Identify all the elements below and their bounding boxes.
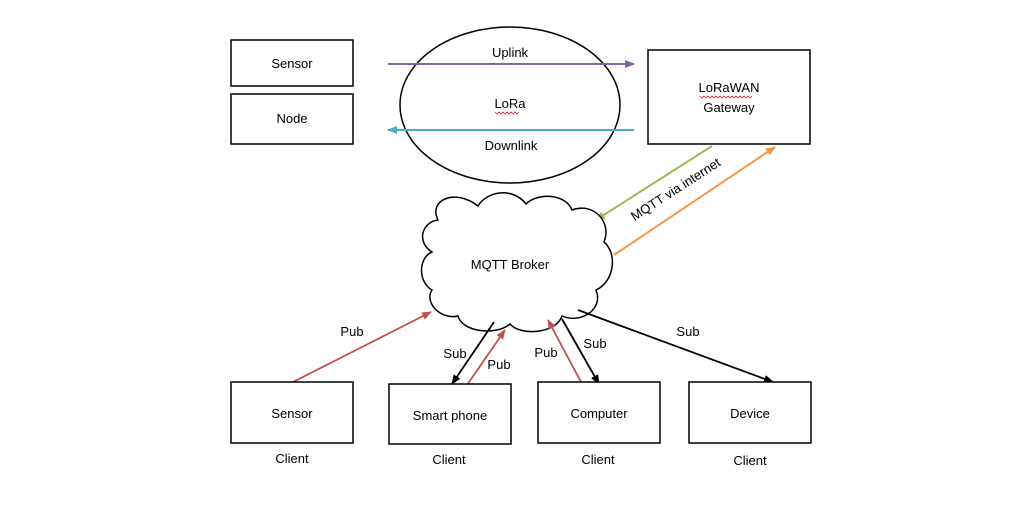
sensor-pub-arrow bbox=[292, 311, 432, 383]
gateway-label-line2: Gateway bbox=[703, 100, 755, 115]
gateway-box: LoRaWAN Gateway bbox=[647, 49, 811, 145]
gateway-label-line1: LoRaWAN bbox=[699, 80, 760, 95]
device-sub-label: Sub bbox=[676, 324, 699, 339]
phone-sub-label: Sub bbox=[443, 346, 466, 361]
lora-spellcheck-underline bbox=[494, 111, 520, 115]
client-sensor: Sensor Client bbox=[230, 381, 354, 466]
node-box: Node bbox=[230, 93, 354, 145]
client-computer-role: Client bbox=[581, 452, 615, 467]
mqtt-broker-label: MQTT Broker bbox=[471, 257, 550, 272]
broker-to-gateway-arrow bbox=[613, 146, 776, 256]
client-device-label: Device bbox=[730, 406, 770, 421]
sensor-pub-label: Pub bbox=[340, 324, 363, 339]
client-device-role: Client bbox=[733, 453, 767, 468]
gateway-to-broker-arrow bbox=[595, 145, 713, 221]
lora-label: LoRa bbox=[494, 96, 526, 111]
computer-pub-label: Pub bbox=[534, 345, 557, 360]
mqtt-broker-cloud: MQTT Broker bbox=[420, 192, 614, 333]
phone-sub-arrow bbox=[451, 321, 495, 385]
client-device: Device Client bbox=[688, 381, 812, 468]
client-computer-label: Computer bbox=[570, 406, 628, 421]
client-computer: Computer Client bbox=[537, 381, 661, 467]
client-smart-phone-label: Smart phone bbox=[413, 408, 487, 423]
client-smart-phone: Smart phone Client bbox=[388, 383, 512, 467]
sensor-top-label: Sensor bbox=[271, 56, 313, 71]
computer-sub-arrow bbox=[561, 318, 600, 385]
computer-pub-arrow bbox=[547, 319, 582, 383]
phone-pub-label: Pub bbox=[487, 357, 510, 372]
uplink-label: Uplink bbox=[492, 45, 529, 60]
computer-sub-label: Sub bbox=[583, 336, 606, 351]
device-sub-arrow bbox=[577, 309, 774, 383]
downlink-label: Downlink bbox=[485, 138, 538, 153]
client-sensor-label: Sensor bbox=[271, 406, 313, 421]
sensor-top-box: Sensor bbox=[230, 39, 354, 87]
client-sensor-role: Client bbox=[275, 451, 309, 466]
client-smart-phone-role: Client bbox=[432, 452, 466, 467]
lora-ellipse: LoRa bbox=[399, 26, 621, 184]
node-label: Node bbox=[276, 111, 307, 126]
gateway-spellcheck-underline bbox=[699, 95, 753, 99]
phone-pub-arrow bbox=[466, 329, 506, 386]
